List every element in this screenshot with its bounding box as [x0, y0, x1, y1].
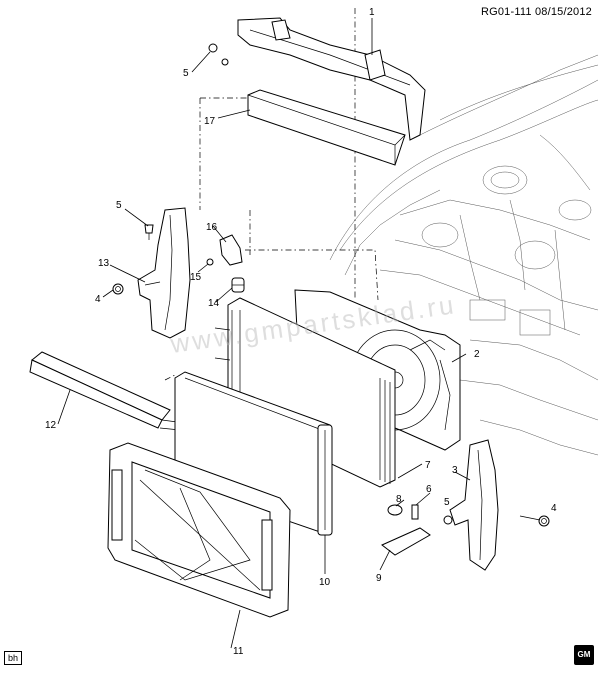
callout-2: 2	[474, 349, 480, 360]
gm-logo: GM	[574, 645, 594, 665]
part-11-radiator-frame	[107, 442, 291, 618]
part-13-left-air-deflector	[137, 207, 191, 339]
part-4-bolt-left	[112, 283, 124, 295]
callout-15: 15	[190, 272, 202, 283]
part-14-insulator	[231, 277, 245, 293]
callout-13: 13	[98, 258, 110, 269]
callout-5-right: 5	[444, 497, 450, 508]
callout-9: 9	[376, 573, 382, 584]
engine-bay-background	[329, 54, 599, 456]
callout-5-left: 5	[116, 200, 122, 211]
leader-lines	[57, 18, 541, 649]
diagram-reference-code: RG01-111 08/15/2012	[480, 6, 592, 18]
callout-14: 14	[208, 298, 220, 309]
callout-7: 7	[425, 460, 431, 471]
callout-8: 8	[396, 494, 402, 505]
callout-5-top: 5	[183, 68, 189, 79]
part-1-upper-air-baffle	[237, 17, 426, 141]
callout-11: 11	[233, 646, 244, 657]
part-17-foam-seal	[247, 89, 406, 166]
part-6-bolt	[411, 504, 419, 520]
part-9-bracket	[381, 527, 431, 556]
corner-tag: bh	[4, 651, 23, 665]
gm-logo-text: GM	[577, 650, 591, 659]
callout-3: 3	[452, 465, 458, 476]
part-5-fastener-top	[208, 43, 229, 66]
callout-6: 6	[426, 484, 432, 495]
callout-17: 17	[204, 116, 216, 127]
callout-1: 1	[369, 7, 375, 18]
part-5-clip-right	[443, 515, 453, 525]
callout-10: 10	[319, 577, 331, 588]
callout-4-left: 4	[95, 294, 101, 305]
part-3-right-air-deflector	[449, 439, 499, 571]
part-4-bolt-right	[538, 515, 550, 527]
callout-labels: 1 2 3 4 4 5 5 5 6 7 8 9 10 11 12 13 14 1…	[45, 7, 557, 657]
callout-12: 12	[45, 420, 57, 431]
part-5-screw-left	[144, 224, 154, 240]
part-15-screw	[206, 258, 214, 266]
callout-4-right: 4	[551, 503, 557, 514]
part-8-grommet	[387, 504, 403, 516]
part-16-bracket	[219, 234, 243, 266]
callout-16: 16	[206, 222, 218, 233]
